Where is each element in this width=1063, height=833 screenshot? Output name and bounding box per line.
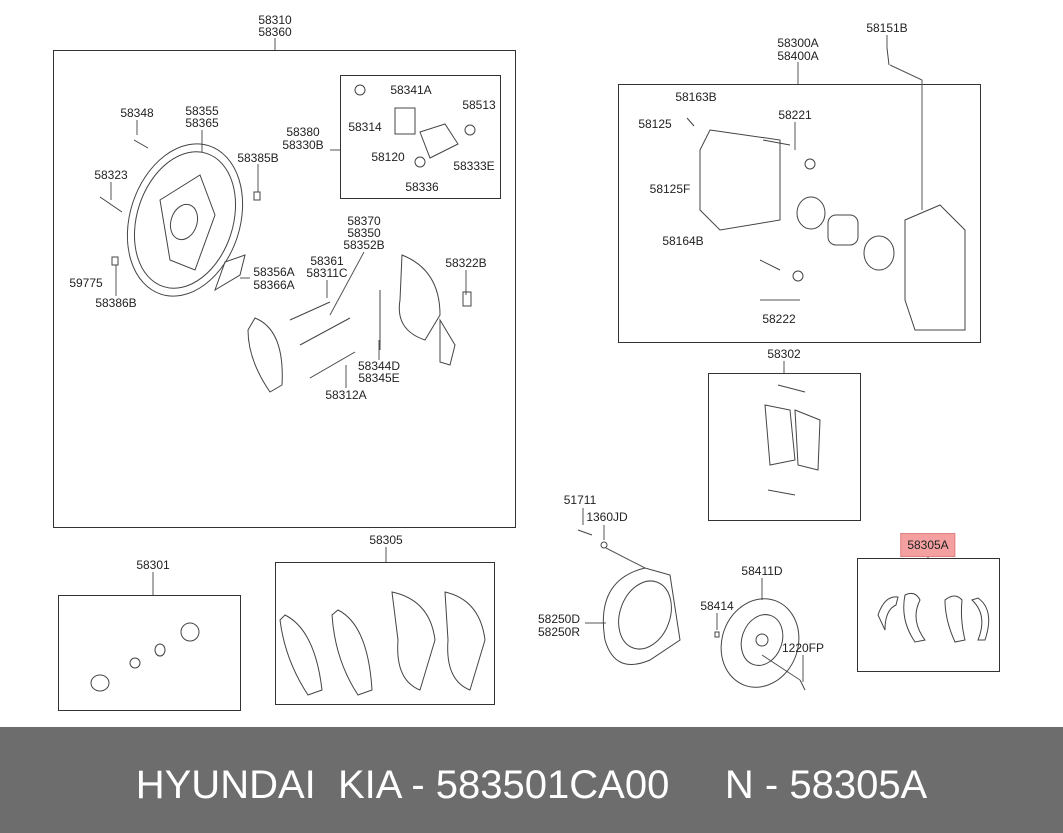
label-58355: 58355 [185, 104, 219, 118]
label-58360: 58360 [258, 25, 292, 39]
label-58370: 58370 [347, 214, 381, 228]
brake-disc-drawing [714, 598, 806, 691]
brake-pads-drawing [764, 384, 821, 496]
label-58330b: 58330B [282, 138, 324, 152]
caliper-assembly-box [618, 84, 981, 343]
cylinder-kit-box [58, 595, 241, 711]
label-58385b: 58385B [237, 151, 279, 165]
label-58386b: 58386B [95, 296, 137, 310]
cylinder-kit-drawing [90, 622, 200, 692]
label-1360jd: 1360JD [586, 510, 628, 524]
label-58164b: 58164B [662, 234, 704, 248]
label-58336: 58336 [405, 180, 439, 194]
label-58222: 58222 [762, 312, 796, 326]
label-58312a: 58312A [325, 388, 367, 402]
label-51711: 51711 [563, 493, 597, 507]
label-58341a: 58341A [390, 83, 432, 97]
rear-backing-plate-drawing [577, 529, 681, 665]
label-58365: 58365 [185, 116, 219, 130]
label-58305: 58305 [369, 533, 403, 547]
leader-lines [110, 35, 929, 682]
label-58333e: 58333E [453, 159, 495, 173]
label-58302: 58302 [767, 347, 801, 361]
label-58250r: 58250R [537, 625, 581, 639]
parking-shoe-kit-box [857, 558, 1000, 672]
label-58305a-highlighted: 58305A [900, 533, 956, 557]
wheel-cylinder-box [340, 75, 501, 199]
brake-shoe-kit-drawing [279, 591, 486, 696]
label-58163b: 58163B [675, 90, 717, 104]
label-58120: 58120 [371, 150, 405, 164]
label-58300a: 58300A [777, 36, 819, 50]
label-58125f: 58125F [649, 182, 691, 196]
label-59775: 59775 [69, 276, 103, 290]
rear-drum-brake-assembly-box [53, 50, 516, 528]
label-58310: 58310 [258, 13, 292, 27]
label-58513: 58513 [462, 98, 496, 112]
label-58344d: 58344D [357, 359, 401, 373]
label-58361: 58361 [310, 254, 344, 268]
label-58314: 58314 [348, 120, 382, 134]
label-58366a: 58366A [253, 278, 295, 292]
label-58322b: 58322B [445, 256, 487, 270]
label-58301: 58301 [136, 558, 170, 572]
part-number-text: HYUNDAI KIA - 583501CA00 N - 58305A [135, 763, 928, 807]
label-58348: 58348 [120, 106, 154, 120]
label-58311c: 58311C [306, 266, 348, 280]
label-58345e: 58345E [358, 371, 400, 385]
footer-banner: HYUNDAI KIA - 583501CA00 N - 58305A [0, 727, 1063, 833]
pad-kit-box [708, 373, 861, 521]
label-58352b: 58352B [343, 238, 385, 252]
label-58125: 58125 [638, 117, 672, 131]
label-58350: 58350 [347, 226, 381, 240]
label-58151b: 58151B [866, 21, 908, 35]
label-58400a: 58400A [777, 49, 819, 63]
parking-shoe-kit-drawing [877, 592, 990, 643]
label-58221: 58221 [778, 108, 812, 122]
brake-shoe-kit-box [275, 562, 495, 705]
backing-plate-drawing [126, 143, 244, 297]
caliper-drawing [686, 47, 966, 331]
label-58414: 58414 [700, 599, 734, 613]
parts-drawing [90, 35, 990, 696]
label-1220fp: 1220FP [781, 641, 825, 655]
label-58356a: 58356A [253, 265, 295, 279]
hardware-drawings [99, 84, 476, 393]
label-58380: 58380 [286, 125, 320, 139]
label-58411d: 58411D [741, 564, 783, 578]
label-58323: 58323 [94, 168, 128, 182]
label-58250d: 58250D [537, 612, 581, 626]
